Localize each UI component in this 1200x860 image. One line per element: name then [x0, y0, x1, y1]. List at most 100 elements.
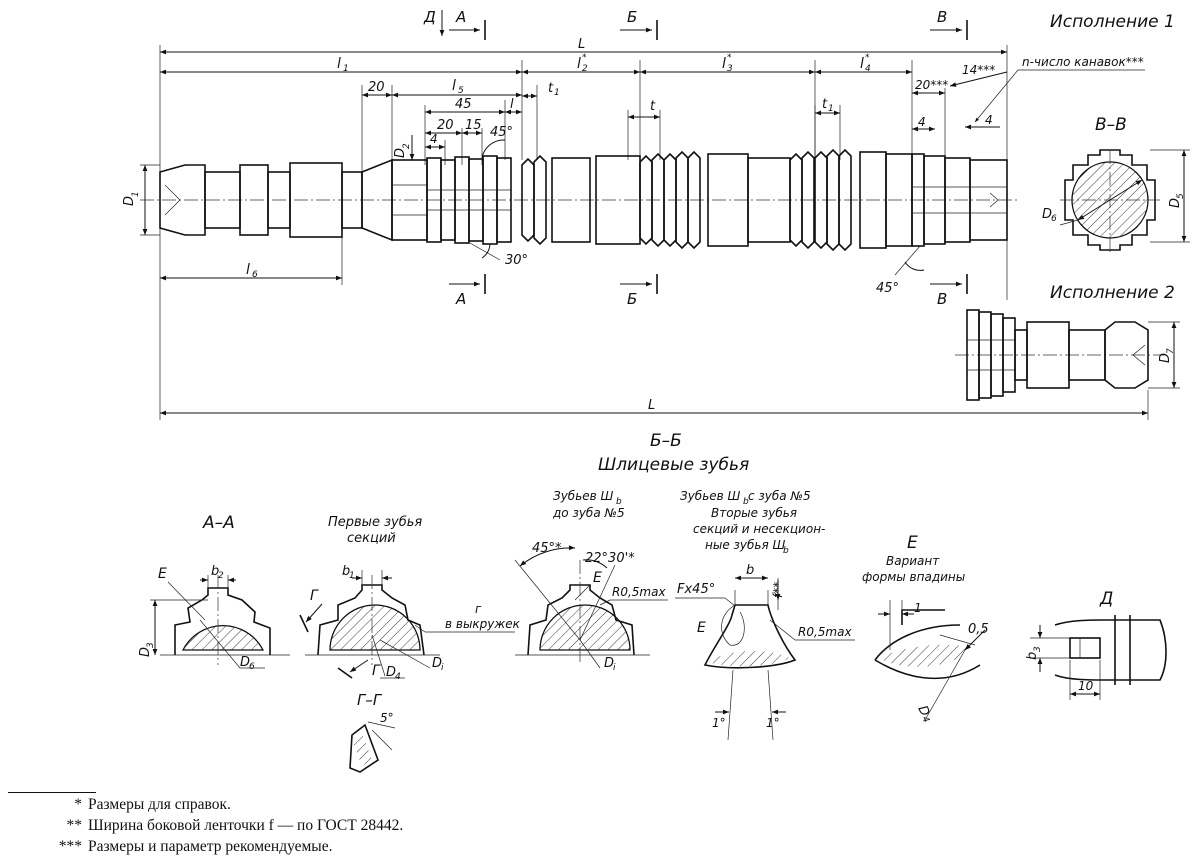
svg-text:*: * [865, 53, 870, 63]
svg-text:*: * [727, 53, 732, 63]
svg-text:Е: Е [907, 533, 918, 553]
svg-text:4: 4 [395, 672, 401, 682]
svg-text:Зубьев Ш: Зубьев Ш [553, 489, 614, 503]
dim-t1-left: t 1 [522, 81, 560, 160]
svg-text:4: 4 [430, 132, 438, 146]
dim-angle-30: 30° [469, 242, 528, 268]
svg-text:А–А: А–А [202, 513, 235, 533]
svg-text:45: 45 [455, 97, 472, 112]
svg-text:D: D [393, 148, 408, 158]
svg-text:l: l [337, 56, 341, 72]
svg-text:Вариант: Вариант [886, 554, 940, 568]
dim-14: 14*** [949, 63, 1008, 87]
svg-text:Зубьев Ш: Зубьев Ш [680, 489, 741, 503]
svg-text:Б: Б [627, 8, 637, 26]
detail-e: Е Вариант формы впадины 1 0,5 D 4 [862, 533, 989, 725]
svg-text:В–В: В–В [1095, 115, 1127, 135]
svg-text:7: 7 [1166, 348, 1176, 354]
svg-text:4: 4 [918, 115, 926, 129]
dim-grooves-callout: n-число канавок*** [974, 55, 1145, 123]
svg-text:Г: Г [310, 588, 319, 604]
svg-text:D: D [604, 656, 614, 671]
svg-text:b: b [1025, 652, 1040, 660]
dim-4-left: 4 [425, 132, 446, 165]
svg-text:в выкружек: в выкружек [445, 617, 521, 631]
spline-teeth-title: Шлицевые зубья [598, 455, 749, 475]
dim-20-right: 20*** [912, 78, 948, 160]
svg-text:l: l [510, 97, 514, 112]
svg-text:b: b [342, 564, 350, 579]
svg-text:f**: f** [771, 582, 785, 598]
section-marker-b-top: Б [620, 8, 658, 40]
broach-shaft-variant-2: D 7 [955, 309, 1180, 401]
svg-text:45°*: 45°* [532, 541, 562, 556]
svg-text:t: t [822, 97, 828, 112]
dim-4-right: 4 4 [912, 113, 1000, 132]
svg-text:Е: Е [593, 570, 602, 586]
section-marker-v-bottom: В [930, 274, 968, 308]
footnote-2: **Ширина боковой ленточки f — по ГОСТ 28… [66, 817, 404, 834]
svg-text:20: 20 [437, 118, 454, 133]
svg-text:D: D [122, 196, 137, 206]
section-aa: А–А D 3 Е b 2 D 6 [138, 513, 290, 672]
svg-text:b: b [616, 497, 622, 507]
svg-text:до зуба №5: до зуба №5 [552, 506, 625, 520]
teeth-section-1 [521, 150, 701, 250]
svg-text:b: b [783, 546, 789, 556]
svg-text:D: D [1042, 207, 1052, 222]
svg-text:6: 6 [1051, 214, 1057, 224]
detail-d: Д D b 3 10 [0, 0, 1167, 700]
svg-text:ные зубья Ш: ные зубья Ш [705, 538, 786, 552]
svg-text:Б: Б [627, 290, 637, 308]
section-teeth-wb-from-5: Зубьев Ш b с зуба №5 Вторые зубья секций… [675, 489, 855, 741]
dim-L-bottom: L [160, 390, 1149, 420]
svg-text:г: г [475, 602, 482, 616]
svg-text:n-число канавок***: n-число канавок*** [1022, 55, 1144, 69]
svg-text:l: l [452, 78, 456, 94]
svg-text:1: 1 [828, 104, 834, 114]
dim-D1: D 1 [122, 164, 160, 236]
svg-text:1: 1 [554, 88, 560, 98]
svg-text:0,5: 0,5 [968, 622, 989, 637]
svg-text:формы впадины: формы впадины [862, 570, 965, 584]
svg-text:4: 4 [865, 64, 871, 74]
dim-l1: l 1 [160, 56, 522, 75]
svg-text:Г–Г: Г–Г [357, 691, 383, 709]
svg-text:45°: 45° [876, 281, 899, 296]
svg-text:20***: 20*** [915, 78, 948, 92]
dim-l2: l 2 * [521, 53, 641, 160]
svg-text:6: 6 [249, 662, 255, 672]
svg-text:1: 1 [349, 571, 355, 581]
svg-text:3: 3 [1033, 646, 1043, 652]
svg-text:1: 1 [131, 191, 141, 197]
dim-angle-45-bottom: 45° [876, 245, 925, 296]
section-marker-a-top: А [449, 8, 486, 40]
dim-20-15: 20 15 [425, 118, 483, 165]
svg-text:Д: Д [1099, 589, 1113, 609]
svg-text:2: 2 [582, 64, 588, 74]
dim-t: t [627, 99, 661, 160]
svg-text:l: l [722, 56, 726, 72]
dim-D2: D 2 [393, 135, 415, 160]
svg-text:1°: 1° [766, 716, 780, 730]
svg-text:3: 3 [727, 64, 733, 74]
svg-text:15: 15 [465, 118, 482, 133]
dim-l-small: l [505, 97, 522, 115]
svg-text:t: t [650, 99, 656, 114]
spline-teeth-rear [911, 153, 1008, 247]
svg-text:20: 20 [368, 80, 385, 95]
footnote-3: ***Размеры и параметр рекомендуемые. [58, 838, 333, 855]
svg-text:1: 1 [914, 601, 922, 615]
svg-text:В: В [937, 8, 947, 26]
svg-text:D: D [138, 647, 153, 657]
svg-text:l: l [577, 56, 581, 72]
svg-text:*: * [582, 53, 587, 63]
footnote-1: *Размеры для справок. [74, 796, 231, 813]
svg-text:6: 6 [252, 270, 258, 280]
svg-text:D: D [1168, 198, 1183, 208]
svg-text:D: D [386, 665, 396, 680]
svg-text:5°: 5° [380, 711, 394, 725]
svg-text:b: b [743, 497, 749, 507]
svg-text:R0,5max: R0,5max [798, 625, 852, 639]
svg-text:t: t [548, 81, 554, 96]
